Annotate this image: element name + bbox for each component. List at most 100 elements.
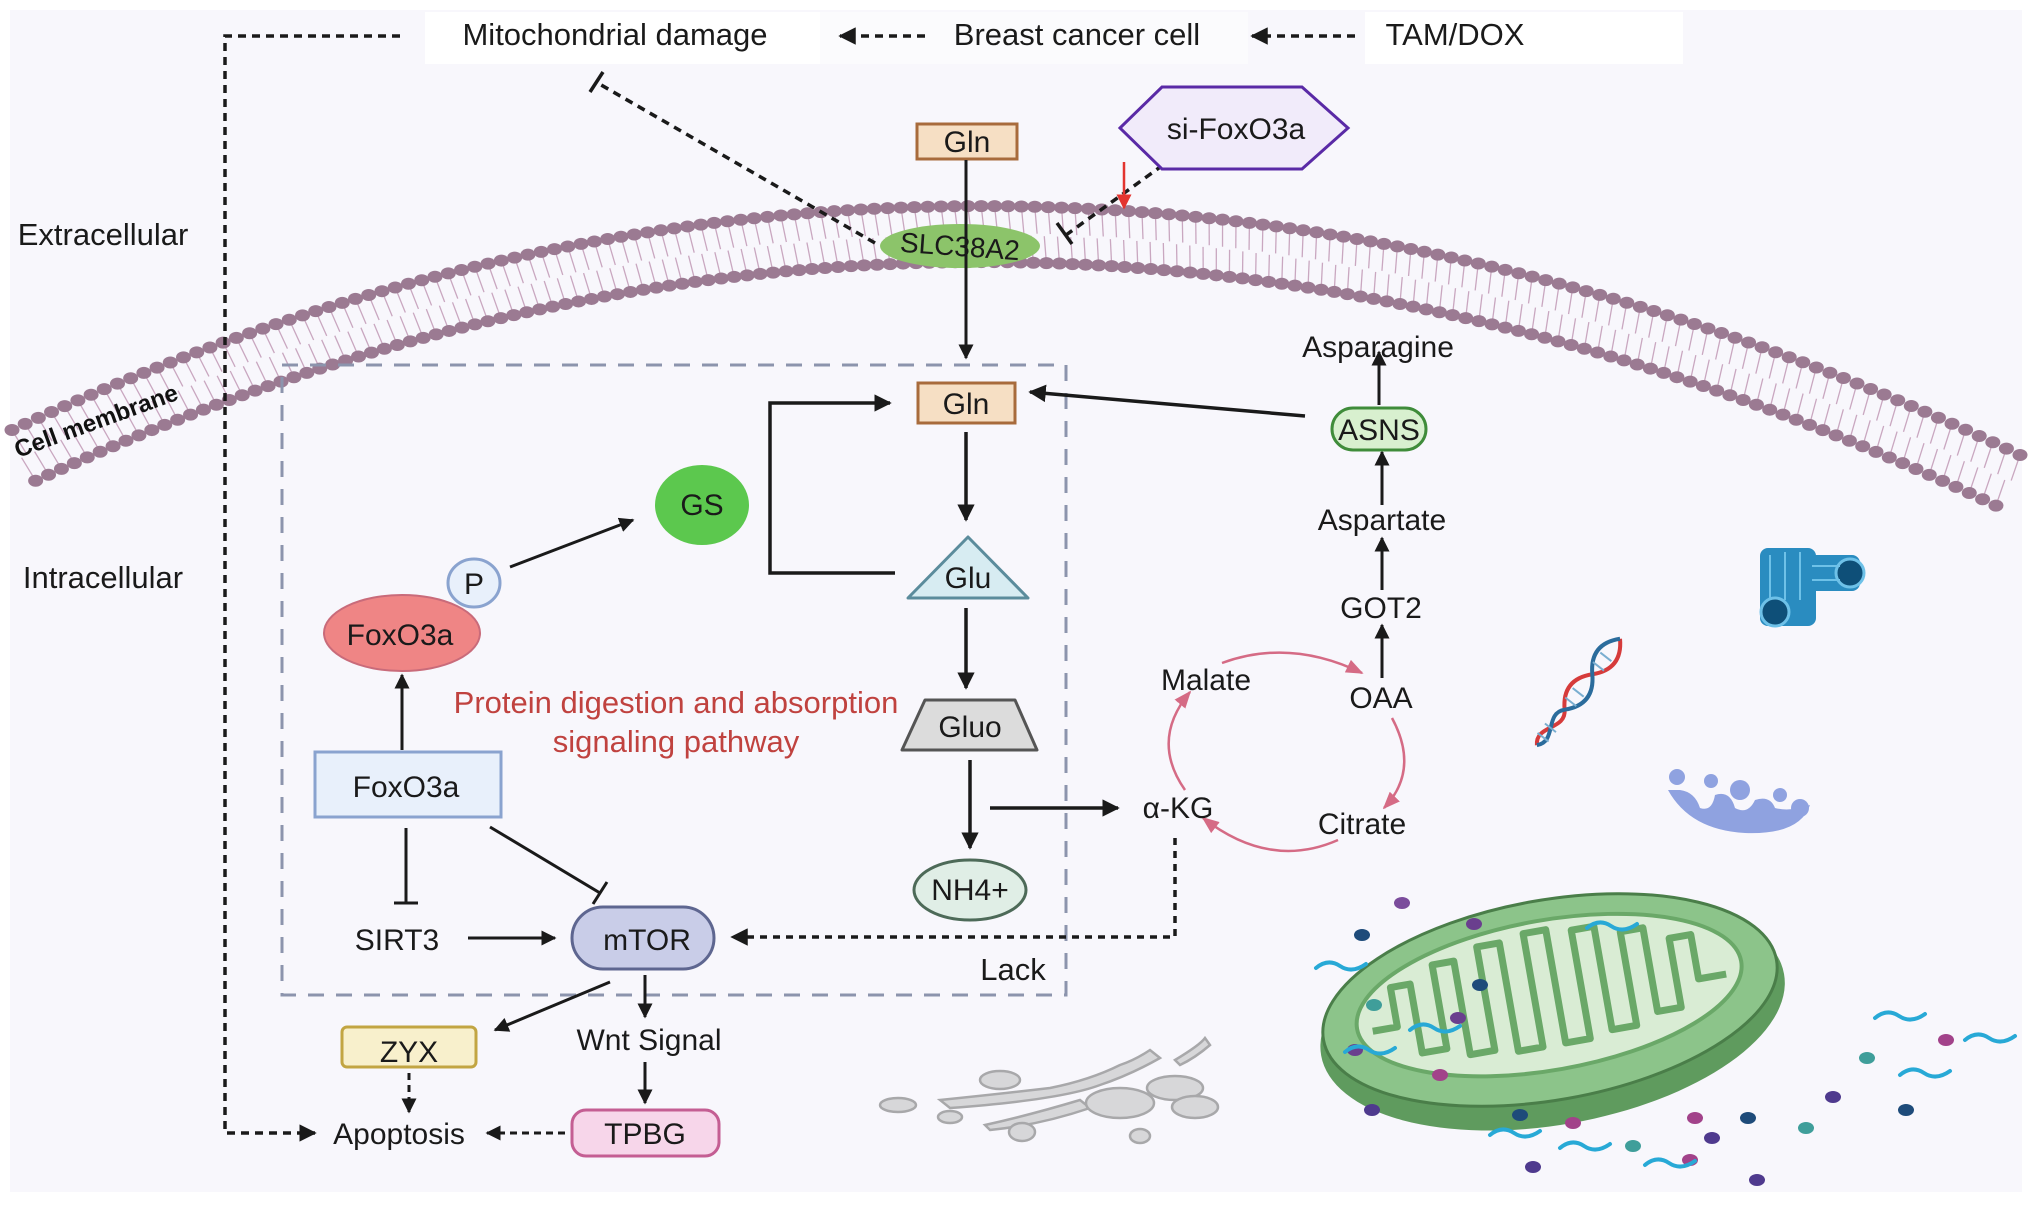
lipid-head: [1749, 399, 1764, 411]
aspartate-label: Aspartate: [1318, 504, 1446, 537]
lipid-head: [1175, 210, 1190, 222]
gln-extracellular-node: Gln: [917, 124, 1017, 159]
lipid-head: [733, 214, 748, 226]
svg-text:FoxO3a: FoxO3a: [353, 771, 460, 804]
lipid-head: [1842, 435, 1857, 447]
lipid-head: [1235, 272, 1250, 284]
lipid-head: [1170, 265, 1185, 277]
lipid-head: [1417, 246, 1432, 258]
lipid-head: [144, 424, 159, 436]
foxo3a-phospho-node: FoxO3a: [324, 595, 480, 671]
lipid-head: [1579, 285, 1594, 297]
lipid-head: [1202, 212, 1217, 224]
lipid-head: [388, 281, 403, 293]
cytosol-particle: [1749, 1174, 1765, 1186]
lipid-head: [519, 306, 534, 318]
lipid-head: [773, 210, 788, 222]
cytosol-particle: [1466, 918, 1482, 930]
cytosol-particle: [1625, 1140, 1641, 1152]
lipid-head: [454, 264, 469, 276]
lipid-head: [1336, 231, 1351, 243]
lipid-head: [308, 305, 323, 317]
lipid-head: [1795, 356, 1810, 368]
lipid-head: [558, 298, 573, 310]
lipid-head: [1656, 367, 1671, 379]
lipid-head: [827, 205, 842, 217]
lipid-head: [571, 295, 586, 307]
lipid-head: [1958, 424, 1973, 436]
lipid-head: [1196, 268, 1211, 280]
lipid-head: [1287, 280, 1302, 292]
lipid-head: [1161, 208, 1176, 220]
lipid-head: [1577, 343, 1592, 355]
lipid-head: [67, 457, 82, 469]
lipid-head: [248, 385, 263, 397]
lipid-head: [1403, 243, 1418, 255]
phosphate-node: P: [448, 559, 500, 607]
svg-text:ASNS: ASNS: [1338, 414, 1420, 447]
lipid-head: [560, 240, 575, 252]
lipid-head: [844, 260, 859, 272]
svg-text:TPBG: TPBG: [604, 1118, 686, 1151]
lipid-head: [1782, 351, 1797, 363]
lipid-head: [853, 203, 868, 215]
lipid-head: [1524, 328, 1539, 340]
lipid-head: [269, 318, 284, 330]
lipid-head: [1222, 271, 1237, 283]
lipid-head: [44, 406, 59, 418]
lipid-head: [1643, 363, 1658, 375]
lipid-head: [321, 301, 336, 313]
lipid-head: [1789, 414, 1804, 426]
tpbg-node: TPBG: [572, 1110, 719, 1156]
gln-intracellular-node: Gln: [918, 383, 1015, 423]
lipid-head: [766, 267, 781, 279]
oaa-label: OAA: [1349, 682, 1412, 715]
lipid-head: [123, 372, 138, 384]
cytosol-particle: [1394, 897, 1410, 909]
lipid-head: [428, 271, 443, 283]
lipid-head: [857, 259, 872, 271]
lipid-head: [920, 201, 935, 213]
lipid-head: [779, 265, 794, 277]
lipid-head: [693, 219, 708, 231]
cytosol-particle: [1898, 1104, 1914, 1116]
lipid-head: [1931, 412, 1946, 424]
lipid-head: [1809, 361, 1824, 373]
lipid-head: [416, 332, 431, 344]
lipid-head: [1366, 293, 1381, 305]
cytosol-particle: [1859, 1052, 1875, 1064]
lipid-head: [480, 315, 495, 327]
lipid-head: [1904, 400, 1919, 412]
lipid-head: [455, 322, 470, 334]
lipid-head: [1406, 301, 1421, 313]
cytosol-particle: [1512, 1109, 1528, 1121]
lipid-head: [640, 226, 655, 238]
svg-text:FoxO3a: FoxO3a: [347, 619, 454, 652]
cytosol-particle: [1354, 929, 1370, 941]
lipid-head: [131, 429, 146, 441]
lipid-head: [934, 200, 949, 212]
lipid-head: [520, 249, 535, 261]
lipid-head: [261, 380, 276, 392]
lipid-head: [653, 224, 668, 236]
mitochondrial-damage-label: Mitochondrial damage: [462, 17, 767, 52]
lipid-head: [80, 451, 95, 463]
lipid-head: [545, 301, 560, 313]
lipid-head: [18, 418, 33, 430]
lipid-head: [494, 255, 509, 267]
lipid-head: [587, 235, 602, 247]
lipid-head: [364, 347, 379, 359]
lipid-head: [84, 389, 99, 401]
lipid-head: [1564, 339, 1579, 351]
lipid-head: [1430, 249, 1445, 261]
lipid-head: [1498, 322, 1513, 334]
lipid-head: [883, 258, 898, 270]
lipid-head: [649, 282, 664, 294]
cytosol-particle: [1472, 979, 1488, 991]
lipid-head: [1484, 261, 1499, 273]
lipid-head: [110, 378, 125, 390]
lipid-head: [1148, 207, 1163, 219]
lipid-head: [1052, 258, 1067, 270]
lipid-head: [1673, 314, 1688, 326]
lipid-head: [493, 312, 508, 324]
